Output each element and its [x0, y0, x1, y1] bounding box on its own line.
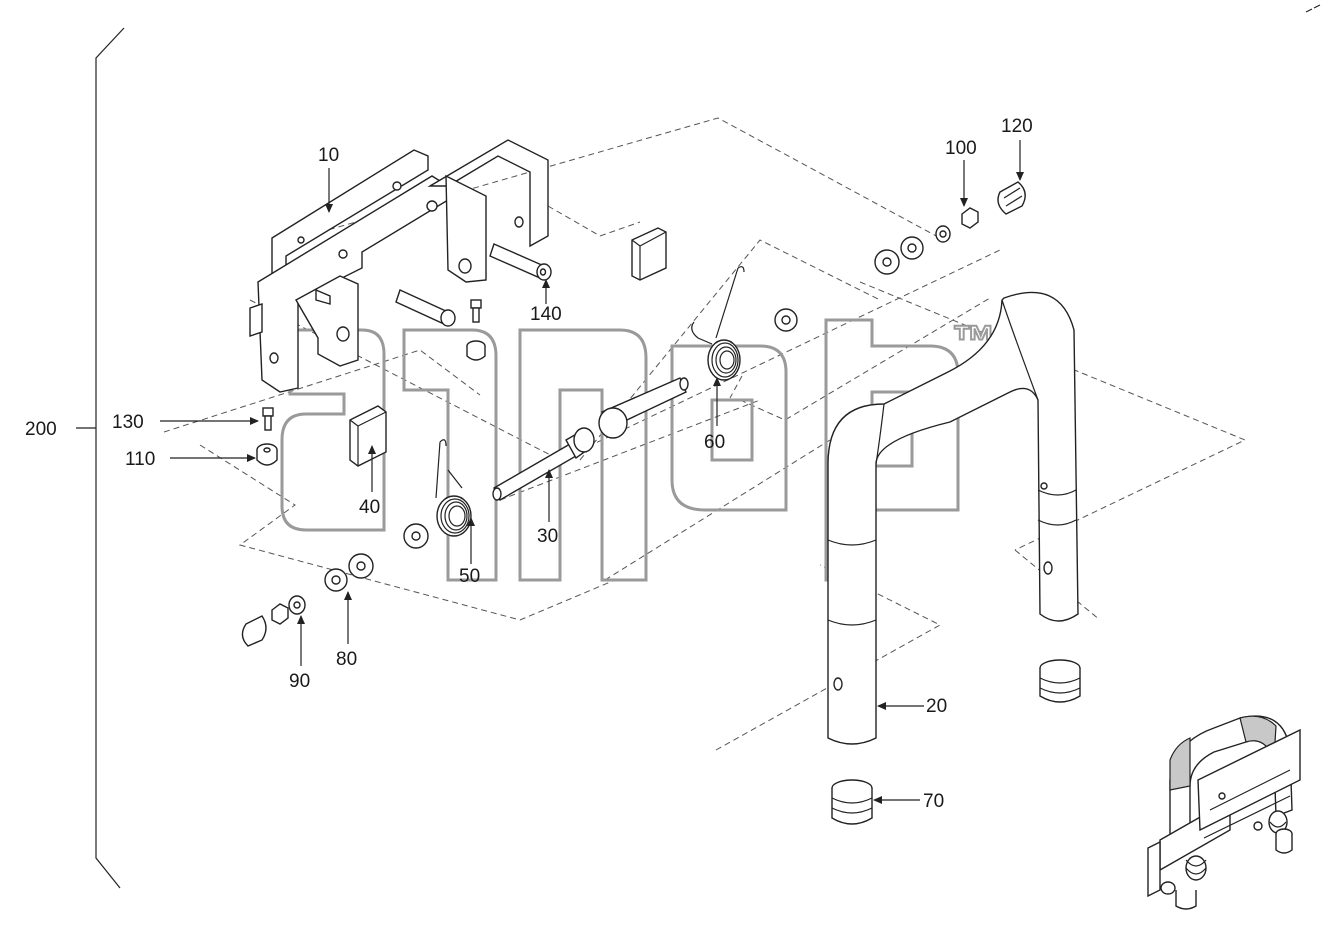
- callout-110: 110: [125, 449, 155, 470]
- callout-120: 120: [1001, 116, 1033, 137]
- callout-200: 200: [25, 419, 57, 440]
- part-110-spacer: [256, 443, 278, 466]
- part-100-washers: [874, 207, 979, 275]
- callout-70: 70: [923, 791, 944, 812]
- callout-10: 10: [318, 145, 339, 166]
- part-20-handle: [827, 291, 1079, 745]
- callout-80: 80: [336, 649, 357, 670]
- small-bolt: [470, 299, 482, 323]
- part-30-shaft: [492, 377, 689, 501]
- leader-lines: [160, 140, 1024, 804]
- callout-100: 100: [945, 138, 977, 159]
- part-130-screw: [262, 407, 274, 431]
- cylinder-spacer: [466, 340, 486, 361]
- callout-30: 30: [537, 526, 558, 547]
- part-120-cap: [997, 181, 1026, 215]
- callout-40: 40: [359, 497, 380, 518]
- part-80-washers: [324, 553, 374, 592]
- callout-90: 90: [289, 671, 310, 692]
- pin-long: [395, 289, 456, 327]
- callout-130: 130: [112, 412, 144, 433]
- endcap-upper: [1039, 659, 1081, 703]
- callout-60: 60: [704, 432, 725, 453]
- callout-20: 20: [926, 696, 947, 717]
- part-140-pin: [489, 243, 552, 281]
- part-90-nut: [241, 595, 306, 647]
- part-50-spring: [403, 439, 472, 549]
- callout-labels: 10 20 30 40 50 60 70 80 90 100 110 120 1…: [25, 116, 1033, 812]
- part-10-bracket: [249, 139, 549, 393]
- assembly-bracket-200: [76, 27, 125, 889]
- callout-50: 50: [459, 566, 480, 587]
- corner-mark: [1305, 4, 1321, 13]
- callout-140: 140: [530, 304, 562, 325]
- part-70-endcap: [831, 779, 873, 825]
- part-60-spring: [691, 266, 798, 381]
- pad-upper: [631, 227, 667, 281]
- part-40-pad: [349, 405, 387, 467]
- assembled-view-thumbnail: [1147, 715, 1301, 910]
- watermark: ™: [280, 316, 997, 582]
